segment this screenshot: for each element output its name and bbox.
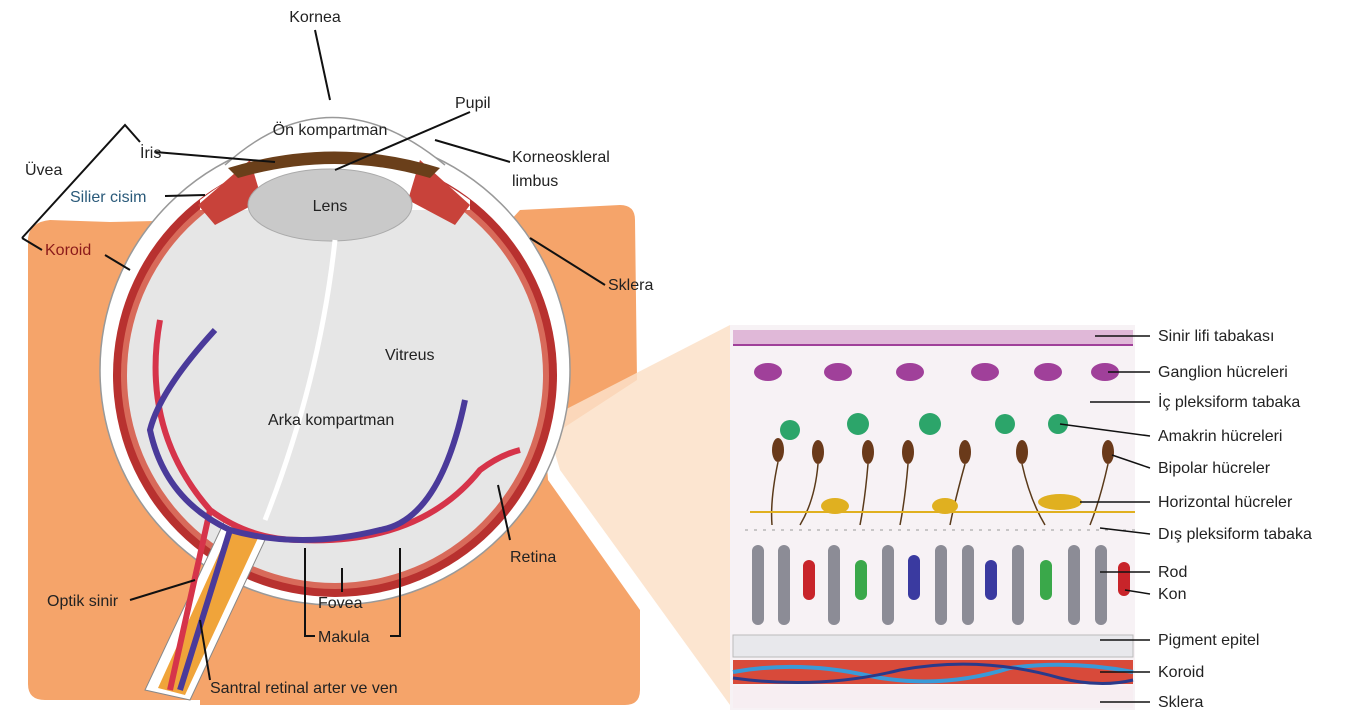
label-pupil: Pupil: [455, 95, 491, 112]
label-kornea: Kornea: [289, 9, 341, 26]
bipolar-cell: [959, 440, 971, 464]
inset-sclera: [733, 686, 1133, 708]
label-koroid: Koroid: [45, 242, 91, 259]
label-optik-sinir: Optik sinir: [47, 593, 119, 610]
label-sinir-lifi: Sinir lifi tabakası: [1158, 328, 1275, 345]
ganglion-cell: [971, 363, 999, 381]
cone-cell: [985, 560, 997, 600]
label-retina: Retina: [510, 549, 556, 566]
bipolar-cell: [862, 440, 874, 464]
retina-inset: [730, 325, 1135, 710]
rod-cell: [828, 545, 840, 625]
bipolar-cell: [1102, 440, 1114, 464]
horizontal-cell: [821, 498, 849, 514]
label-sklera-inset: Sklera: [1158, 694, 1203, 711]
amacrine-cell: [847, 413, 869, 435]
ganglion-cell: [754, 363, 782, 381]
rod-cell: [778, 545, 790, 625]
label-makula: Makula: [318, 629, 370, 646]
leader-silier: [165, 195, 205, 196]
ganglion-cell: [824, 363, 852, 381]
label-vitreus: Vitreus: [385, 347, 435, 364]
label-kon: Kon: [1158, 586, 1186, 603]
cone-cell: [855, 560, 867, 600]
horizontal-cell: [1038, 494, 1082, 510]
rod-cell: [752, 545, 764, 625]
label-amakrin: Amakrin hücreleri: [1158, 428, 1282, 445]
pigment-epithelium: [733, 635, 1133, 657]
label-horizontal: Horizontal hücreler: [1158, 494, 1293, 511]
amacrine-cell: [919, 413, 941, 435]
leader-korneoskleral: [435, 140, 510, 162]
label-bipolar: Bipolar hücreler: [1158, 460, 1271, 477]
bipolar-cell: [772, 438, 784, 462]
ganglion-cell: [896, 363, 924, 381]
label-arka-kompartman: Arka kompartman: [268, 412, 394, 429]
cone-cell: [1040, 560, 1052, 600]
label-dis-pleksiform: Dış pleksiform tabaka: [1158, 526, 1312, 543]
label-korneoskleral: Korneoskleral: [512, 149, 610, 166]
nerve-fiber-layer: [733, 330, 1133, 346]
label-rod: Rod: [1158, 564, 1187, 581]
label-on-kompartman: Ön kompartman: [273, 121, 388, 139]
label-ic-pleksiform: İç pleksiform tabaka: [1158, 392, 1300, 411]
rod-cell: [1012, 545, 1024, 625]
rod-cell: [882, 545, 894, 625]
label-sklera: Sklera: [608, 277, 653, 294]
rod-cell: [935, 545, 947, 625]
label-lens: Lens: [313, 198, 348, 215]
label-santral: Santral retinal arter ve ven: [210, 680, 398, 697]
amacrine-cell: [780, 420, 800, 440]
bipolar-cell: [1016, 440, 1028, 464]
label-fovea: Fovea: [318, 595, 363, 612]
label-ganglion: Ganglion hücreleri: [1158, 364, 1288, 381]
cone-cell: [803, 560, 815, 600]
rod-cell: [962, 545, 974, 625]
label-limbus: limbus: [512, 173, 558, 190]
amacrine-cell: [995, 414, 1015, 434]
rod-cell: [1095, 545, 1107, 625]
horizontal-cell: [932, 498, 958, 514]
label-pigment: Pigment epitel: [1158, 632, 1259, 649]
label-koroid-inset: Koroid: [1158, 664, 1204, 681]
bipolar-cell: [812, 440, 824, 464]
label-iris: İris: [140, 143, 161, 162]
eyeball: [100, 118, 570, 606]
cone-cell: [908, 555, 920, 600]
bipolar-cell: [902, 440, 914, 464]
leader-kornea: [315, 30, 330, 100]
ganglion-cell: [1034, 363, 1062, 381]
rod-cell: [1068, 545, 1080, 625]
label-uvea: Üvea: [25, 161, 62, 179]
label-silier-cisim: Silier cisim: [70, 189, 146, 206]
